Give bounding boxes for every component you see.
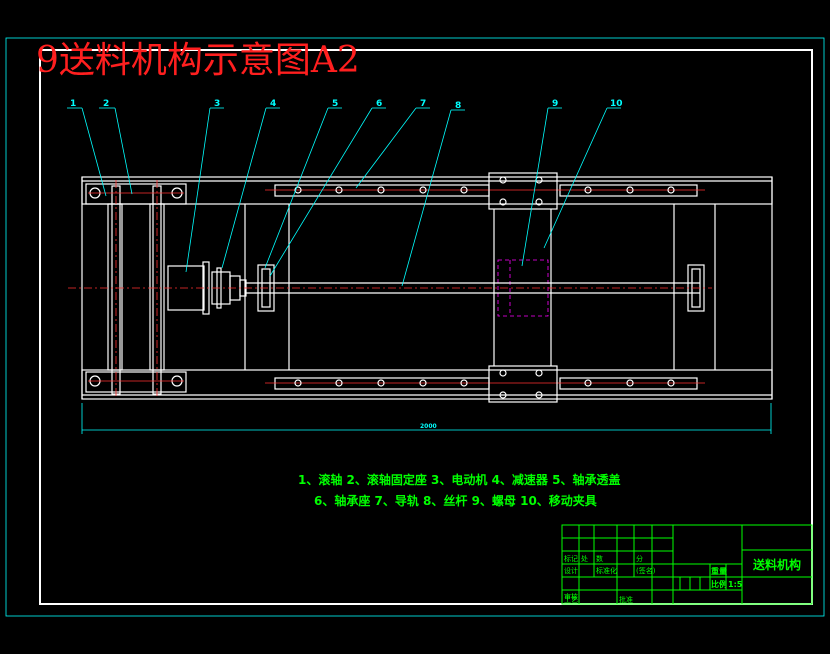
roller-assembly — [85, 180, 187, 398]
tb-review: 审核 — [564, 592, 578, 601]
overall-dimension: 2000 — [81, 403, 772, 434]
part-number-7: 7 — [420, 99, 426, 109]
parts-legend-line-2: 6、轴承座 7、导轨 8、丝杆 9、螺母 10、移动夹具 — [314, 493, 597, 508]
tb-standard: 标准化 — [596, 566, 617, 575]
tb-drawing-name: 送料机构 — [752, 557, 801, 572]
tb-design: 设计 — [564, 566, 578, 575]
tb-mark: 标记 — [564, 554, 578, 563]
drawing-title: 9送料机构示意图A2 — [36, 40, 360, 81]
part-number-1: 1 — [70, 99, 76, 109]
parts-legend-line-1: 1、滚轴 2、滚轴固定座 3、电动机 4、减速器 5、轴承透盖 — [298, 472, 620, 487]
part-number-6: 6 — [376, 99, 382, 109]
tb-qty: 数 — [596, 554, 603, 563]
lead-screw — [68, 264, 712, 312]
tb-process: 工艺 — [564, 596, 578, 604]
tb-weight-label: 重量 — [711, 566, 727, 576]
tb-approve: 批准 — [619, 595, 633, 604]
machine-frame — [81, 176, 773, 400]
part-number-4: 4 — [270, 99, 276, 109]
dimension-text: 2000 — [420, 423, 437, 430]
part-number-8: 8 — [455, 101, 461, 111]
leader-lines — [67, 107, 621, 287]
part-number-labels: 1 2 3 4 5 6 7 8 9 10 — [70, 99, 623, 111]
tb-count: 处 — [581, 554, 588, 563]
part-number-10: 10 — [610, 99, 623, 109]
outer-border — [5, 37, 825, 617]
moving-fixture — [488, 172, 558, 403]
part-number-2: 2 — [103, 99, 109, 109]
tb-ratio-label: 比例 — [711, 579, 727, 589]
part-number-5: 5 — [332, 99, 338, 109]
tb-scale: 1:5 — [728, 580, 743, 589]
guide-rails — [265, 184, 705, 390]
part-number-9: 9 — [552, 99, 558, 109]
tb-sign: (签名) — [636, 566, 656, 575]
part-number-3: 3 — [214, 99, 220, 109]
title-block: 标记 处 数 分 设计 标准化 (签名) 审核 工艺 批准 重量 比例 1:5 … — [561, 524, 813, 605]
drawing-frame — [39, 49, 813, 605]
tb-zone: 分 — [636, 554, 643, 563]
